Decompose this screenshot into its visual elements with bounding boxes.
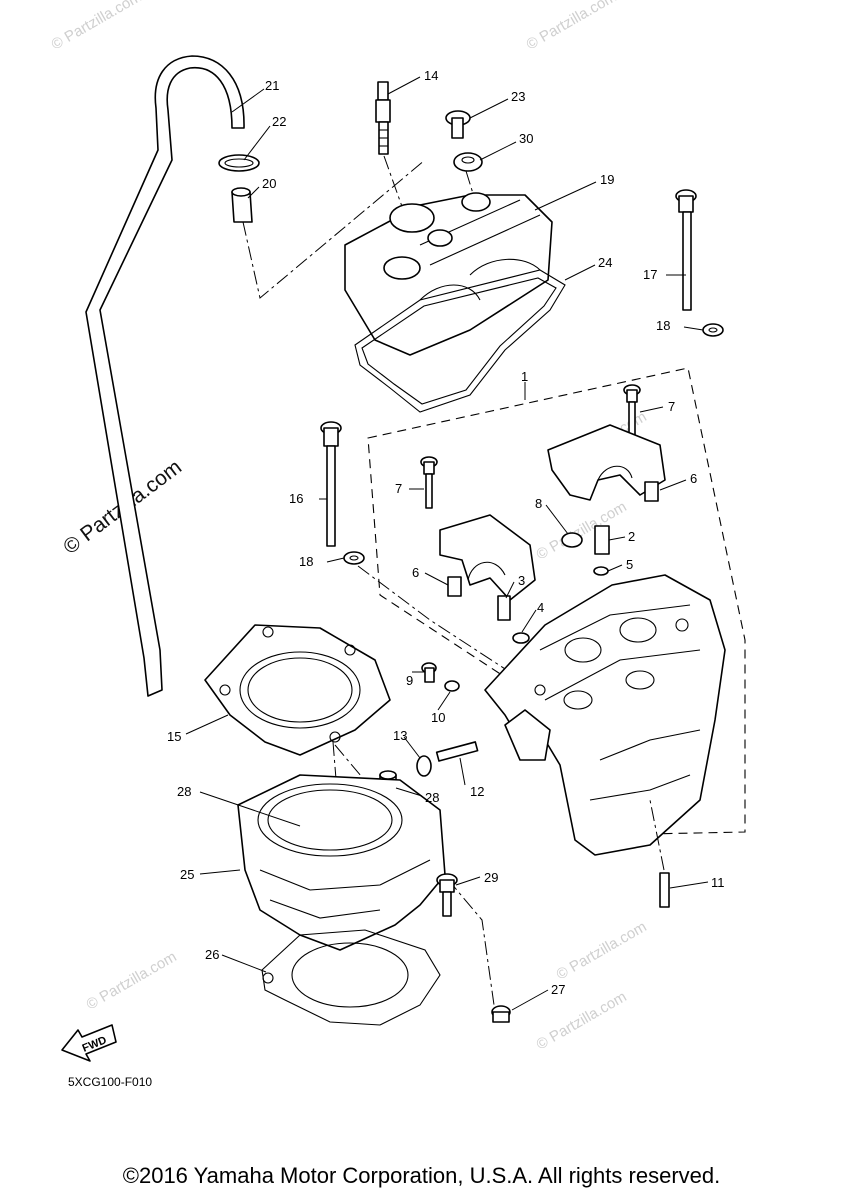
camshaft-cap — [547, 424, 666, 501]
callout-19: 19 — [600, 172, 614, 187]
flange-nut — [416, 755, 432, 777]
callout-1: 1 — [521, 369, 528, 384]
camshaft-cap — [439, 514, 536, 601]
fitting — [497, 595, 511, 621]
callout-20: 20 — [262, 176, 276, 191]
small-bolt — [421, 662, 437, 683]
long-head-bolt — [320, 421, 342, 547]
cover-bolt — [445, 110, 471, 139]
watermark-faint: © Partzilla.com — [49, 0, 145, 53]
o-ring — [593, 566, 609, 576]
callout-25: 25 — [180, 867, 194, 882]
callout-22: 22 — [272, 114, 286, 129]
watermark-faint: © Partzilla.com — [554, 918, 650, 983]
callout-6: 6 — [690, 471, 697, 486]
callout-11: 11 — [711, 875, 725, 890]
callout-13: 13 — [393, 728, 407, 743]
watermark-faint: © Partzilla.com — [84, 948, 180, 1013]
callout-14: 14 — [424, 68, 438, 83]
callout-2: 2 — [628, 529, 635, 544]
callout-7: 7 — [395, 481, 402, 496]
cylinder-head-gasket — [204, 624, 391, 756]
dowel-pin — [447, 576, 462, 597]
o-ring — [512, 632, 530, 644]
callout-21: 21 — [265, 78, 279, 93]
cylinder-base-gasket — [261, 929, 441, 1026]
callout-18: 18 — [299, 554, 313, 569]
callout-18: 18 — [656, 318, 670, 333]
callout-17: 17 — [643, 267, 657, 282]
hose-clamp — [218, 154, 260, 172]
callout-24: 24 — [598, 255, 612, 270]
diagram-code: 5XCG100-F010 — [68, 1075, 153, 1089]
head-cover-gasket — [354, 269, 566, 413]
callout-23: 23 — [511, 89, 525, 104]
stud-bolt — [435, 741, 479, 762]
callout-3: 3 — [518, 573, 525, 588]
cylinder-bolt — [436, 873, 458, 917]
long-head-bolt — [675, 189, 697, 311]
callout-15: 15 — [167, 729, 181, 744]
assembly-box — [367, 367, 746, 836]
copyright-notice: ©2016 Yamaha Motor Corporation, U.S.A. A… — [122, 1163, 721, 1188]
watermark-faint: © Partzilla.com — [524, 0, 620, 53]
cylinder — [237, 774, 446, 951]
forward-arrow-icon: FWD — [61, 1024, 117, 1062]
washer — [702, 323, 724, 337]
cap-bolt — [420, 456, 438, 509]
fitting — [594, 525, 610, 555]
callout-28: 28 — [177, 784, 191, 799]
callout-5: 5 — [626, 557, 633, 572]
callout-16: 16 — [289, 491, 303, 506]
callout-27: 27 — [551, 982, 565, 997]
callout-4: 4 — [537, 600, 544, 615]
cylinder-head-cover — [344, 194, 553, 356]
callout-28: 28 — [425, 790, 439, 805]
callout-9: 9 — [406, 673, 413, 688]
spark-plug — [375, 81, 391, 155]
washer — [444, 680, 460, 692]
washer — [343, 551, 365, 565]
callout-10: 10 — [431, 710, 445, 725]
callout-12: 12 — [470, 784, 484, 799]
callout-8: 8 — [535, 496, 542, 511]
grommet — [453, 152, 483, 172]
callout-26: 26 — [205, 947, 219, 962]
callout-7: 7 — [668, 399, 675, 414]
flange-nut — [491, 1005, 511, 1023]
assembly-line — [242, 159, 426, 299]
breather-hose — [85, 55, 245, 697]
callout-29: 29 — [484, 870, 498, 885]
plug — [561, 532, 583, 548]
stud-bolt — [659, 872, 670, 908]
callout-6: 6 — [412, 565, 419, 580]
dowel-pin — [644, 481, 659, 502]
callout-30: 30 — [519, 131, 533, 146]
watermark-faint: © Partzilla.com — [534, 988, 630, 1053]
